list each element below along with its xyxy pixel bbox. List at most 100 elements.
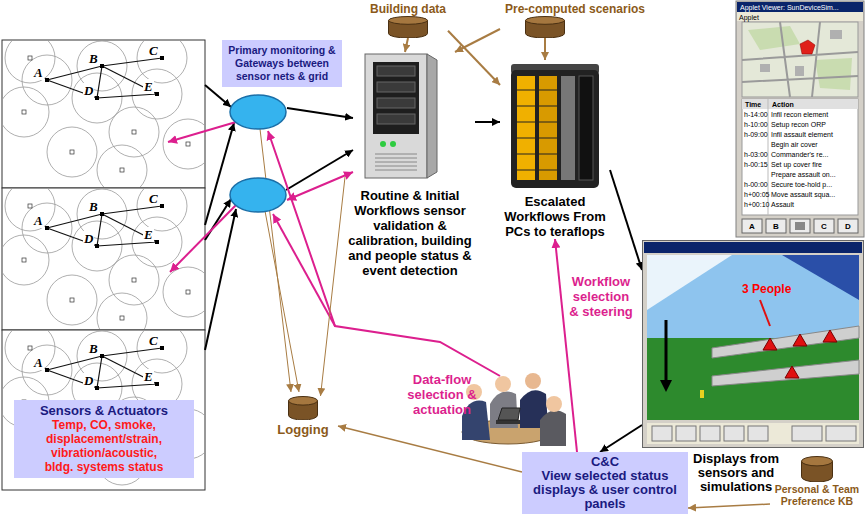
table-cell: h-10:00 bbox=[744, 120, 768, 129]
display-screenshot bbox=[647, 423, 859, 444]
node-letter: A bbox=[33, 213, 44, 228]
display-screenshot bbox=[642, 240, 864, 448]
table-cell: h+00:05 bbox=[744, 190, 770, 199]
table-cell: Commander's re... bbox=[771, 150, 828, 159]
sensor-net-panel bbox=[5, 40, 55, 83]
people-at-table bbox=[495, 376, 511, 392]
supercomputer-icon bbox=[517, 90, 557, 91]
people-at-table bbox=[525, 373, 541, 389]
sensor-net-panel bbox=[102, 356, 157, 384]
node-letter: C bbox=[148, 333, 159, 348]
sensor-net-panel bbox=[95, 96, 99, 100]
pc-server-icon bbox=[377, 98, 415, 108]
connector-arrow bbox=[688, 504, 770, 508]
sensor-net-panel bbox=[47, 214, 102, 228]
sensor-net-panel bbox=[47, 228, 97, 246]
node-body: Temp, CO, smoke, displacement/strain, vi… bbox=[38, 418, 170, 474]
sensor-net-panel bbox=[100, 354, 104, 358]
sensor-net-panel bbox=[72, 221, 122, 271]
node-letter: E bbox=[143, 227, 154, 242]
sensor-net-panel bbox=[132, 69, 182, 119]
label-box: C&CView selected status displays & user … bbox=[522, 452, 688, 514]
button-label: A bbox=[749, 222, 755, 232]
sensor-net-panel bbox=[100, 212, 104, 216]
connector-arrow bbox=[321, 177, 346, 396]
table-cell: Move assault squa... bbox=[771, 190, 835, 199]
node-letter: C bbox=[148, 43, 159, 58]
sensor-net-panel bbox=[97, 356, 102, 388]
sensor-net-panel bbox=[2, 188, 205, 330]
supercomputer-icon bbox=[517, 106, 557, 107]
database-symbol bbox=[525, 16, 565, 38]
sensor-net-panel bbox=[2, 87, 49, 137]
sensor-net-panel bbox=[22, 345, 72, 395]
display-screenshot bbox=[712, 360, 859, 386]
server: Routine & Initial Workflows sensor valid… bbox=[345, 52, 475, 278]
node-title: Routine & Initial Workflows sensor valid… bbox=[345, 188, 475, 278]
sensor-net-panel bbox=[97, 145, 147, 188]
pc-server-icon bbox=[375, 166, 417, 167]
sensor-net-panel bbox=[137, 188, 187, 231]
applet-window bbox=[800, 40, 815, 54]
applet-window bbox=[742, 22, 858, 97]
pc-server-icon bbox=[377, 66, 415, 76]
supercomputer-icon bbox=[517, 76, 535, 180]
node-body: View selected status displays & user con… bbox=[526, 469, 684, 511]
sensor-net-panel bbox=[163, 119, 205, 169]
node-letter: B bbox=[88, 341, 99, 356]
sensor-net-panel bbox=[2, 188, 205, 330]
table-header: Time bbox=[745, 100, 761, 109]
sensor-net-panel bbox=[0, 323, 213, 490]
sensor-to-gateway-arrows bbox=[286, 150, 353, 190]
connectors bbox=[321, 29, 771, 508]
table-cell: h-00:15 bbox=[744, 160, 768, 169]
applet-window bbox=[795, 66, 804, 76]
flow-label: Workflow selection & steering bbox=[568, 274, 634, 319]
connector-arrow bbox=[610, 170, 642, 270]
supercomputer-icon bbox=[505, 60, 605, 190]
node-title: Pre-computed scenarios bbox=[500, 2, 650, 16]
sensor-net-panel bbox=[45, 368, 49, 372]
sensor-net-panel bbox=[97, 94, 157, 98]
applet-window bbox=[790, 219, 810, 233]
database: Personal & Team Preference KB bbox=[770, 456, 864, 507]
applet-window bbox=[737, 2, 863, 12]
people-at-table bbox=[540, 410, 566, 446]
gateway-ellipse bbox=[230, 95, 286, 212]
sensor-to-gateway-arrows bbox=[287, 108, 353, 118]
display-screenshot bbox=[665, 320, 668, 386]
connector-arrow bbox=[544, 38, 546, 60]
pc-server-icon bbox=[390, 141, 396, 147]
sensor-net-panel bbox=[45, 226, 49, 230]
sensor-net-panel bbox=[97, 66, 102, 98]
table-cell: Setup recon ORP bbox=[771, 120, 826, 129]
applet-window bbox=[815, 58, 852, 90]
display-screenshot bbox=[785, 366, 799, 378]
people-at-table bbox=[496, 420, 520, 424]
sensor-net-panel bbox=[102, 58, 162, 66]
sensor-net-panel bbox=[22, 258, 26, 262]
button-label: B bbox=[773, 222, 779, 232]
node-title: Sensors & Actuators bbox=[18, 403, 190, 418]
applet-window bbox=[742, 22, 858, 97]
label-box: Sensors & ActuatorsTemp, CO, smoke, disp… bbox=[14, 400, 194, 478]
sensor-net-panel bbox=[47, 275, 97, 325]
label-box: Primary monitoring & Gateways between se… bbox=[222, 40, 342, 87]
database-symbol bbox=[526, 17, 565, 25]
sensor-net-panel bbox=[132, 278, 136, 282]
pc-server-icon bbox=[380, 141, 386, 147]
table-cell: h+00:10 bbox=[744, 200, 770, 209]
pc-server-icon bbox=[365, 54, 427, 178]
sensor-net-panel bbox=[102, 348, 162, 356]
sensor-net-panel bbox=[5, 330, 55, 373]
display-screenshot bbox=[724, 426, 744, 441]
sensor-net-panel bbox=[5, 188, 55, 231]
sensor-net-panel bbox=[95, 244, 99, 248]
pc-server-icon bbox=[375, 170, 417, 171]
sensor-net-panel bbox=[109, 255, 159, 305]
connector-arrow bbox=[338, 426, 522, 472]
database: Logging bbox=[268, 396, 338, 437]
database-symbol bbox=[801, 456, 833, 482]
table-cell: Set up cover fire bbox=[771, 160, 822, 169]
sensor-net-panel bbox=[100, 64, 104, 68]
